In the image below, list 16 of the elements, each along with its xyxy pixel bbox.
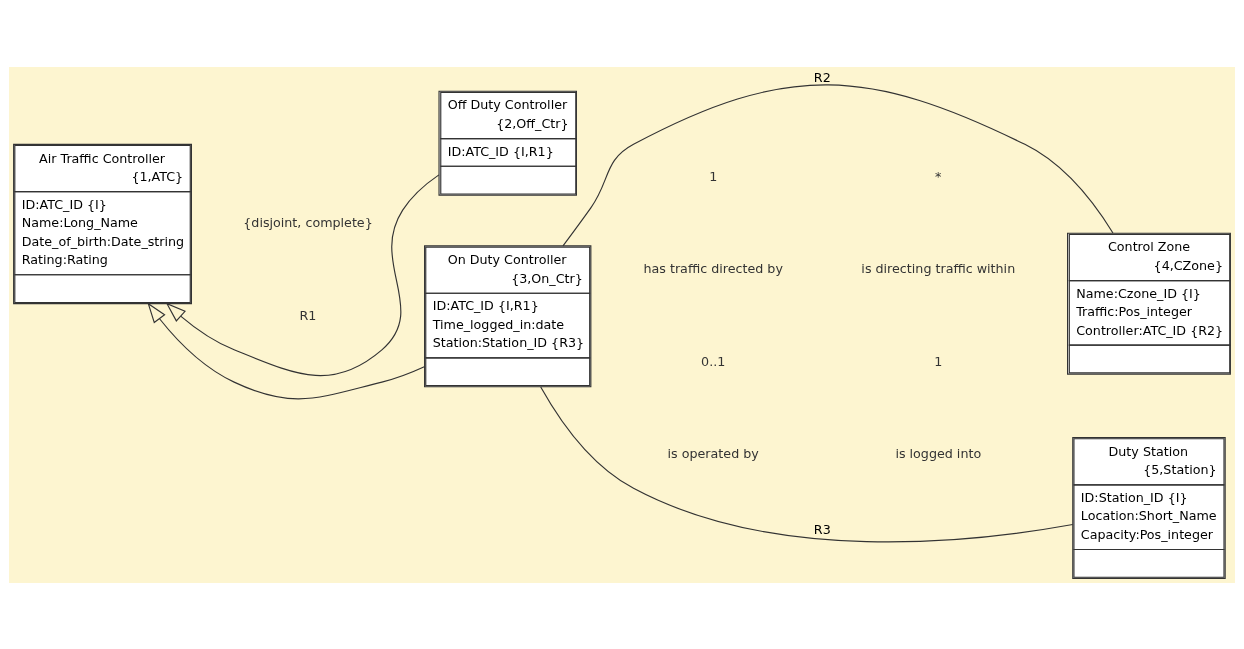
- connector: [562, 83, 1114, 246]
- label: *: [935, 168, 942, 184]
- label: 1: [709, 168, 718, 184]
- label: 1: [934, 353, 943, 369]
- edge-label: R3: [813, 521, 831, 537]
- label: {disjoint, complete}: [243, 214, 373, 230]
- edge-label: R2: [813, 69, 831, 85]
- label: is operated by: [667, 445, 759, 461]
- label: is directing traffic within: [861, 260, 1016, 276]
- label: has traffic directed by: [643, 260, 783, 276]
- arrow: [147, 301, 425, 399]
- label: is logged into: [895, 445, 982, 461]
- label: R1: [299, 307, 317, 323]
- label: 0..1: [701, 353, 726, 369]
- connector: [540, 385, 1074, 542]
- arrow: [165, 173, 440, 376]
